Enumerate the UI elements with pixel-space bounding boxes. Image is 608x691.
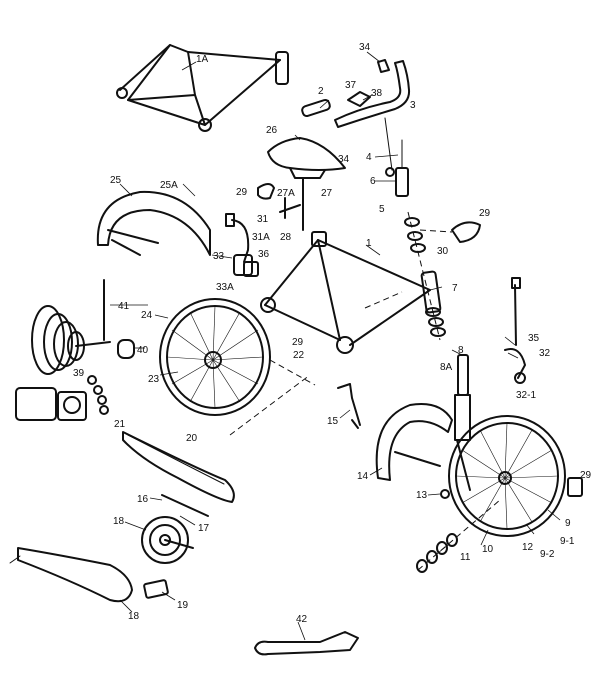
stem: [395, 139, 409, 197]
front-reflector: [419, 221, 481, 243]
part-label: 19: [177, 600, 189, 611]
part-label: 39: [73, 368, 85, 379]
headset-parts: [404, 211, 446, 341]
part-label: 40: [137, 345, 149, 356]
part-label: 33A: [216, 282, 234, 293]
crank-arm: [161, 494, 209, 517]
part-number-labels: 1A 34 2 37 38 3 26 34 4 6 29 27A 27 25 2…: [73, 42, 592, 625]
part-label: 33: [213, 251, 225, 262]
part-label: 25: [110, 175, 122, 186]
part-label: 29: [236, 187, 248, 198]
part-label: 29: [292, 337, 304, 348]
part-label: 1A: [196, 54, 209, 65]
part-label: 38: [371, 88, 383, 99]
assembly-guide-lines: [229, 291, 403, 436]
part-label: 12: [522, 542, 534, 553]
chain: [122, 431, 235, 503]
rear-wheel: [159, 298, 271, 416]
part-label: 24: [141, 310, 153, 321]
part-label: 3: [410, 100, 416, 111]
part-label: 28: [280, 232, 292, 243]
kickstand: [337, 383, 361, 429]
part-label: 25A: [160, 180, 178, 191]
part-label: 32: [539, 348, 551, 359]
rear-brake-caliper: [225, 213, 259, 277]
hub-bearings: [87, 375, 109, 415]
front-wheel: [448, 415, 566, 537]
part-label: 1: [366, 238, 372, 249]
part-label: 34: [359, 42, 371, 53]
part-label: 31: [257, 214, 269, 225]
part-label: 41: [118, 301, 130, 312]
part-label: 9-1: [560, 536, 575, 547]
rear-fender: [96, 190, 211, 256]
part-label: 22: [293, 350, 305, 361]
misc-small-parts: [440, 477, 583, 499]
part-label: 30: [437, 246, 449, 257]
part-label: 29: [479, 208, 491, 219]
part-label: 15: [327, 416, 339, 427]
front-fender: [375, 403, 453, 481]
part-label: 36: [258, 249, 270, 260]
part-label: 11: [460, 552, 471, 563]
mens-frame: [260, 231, 442, 354]
part-label: 26: [266, 125, 278, 136]
part-label: 10: [482, 544, 494, 555]
part-label: 16: [137, 494, 149, 505]
part-label: 8: [458, 345, 464, 356]
part-label: 35: [528, 333, 540, 344]
part-label: 6: [370, 176, 376, 187]
part-label: 29: [580, 470, 592, 481]
handlebar: [301, 59, 411, 177]
part-label: 13: [416, 490, 428, 501]
part-label: 18: [113, 516, 125, 527]
saddle: [267, 137, 346, 231]
wrench-tool: [254, 631, 359, 656]
part-label: 9-2: [540, 549, 555, 560]
part-label: 14: [357, 471, 369, 482]
part-label: 27A: [277, 188, 295, 199]
part-label: 17: [198, 523, 210, 534]
chain-guard: [9, 547, 133, 603]
part-label: 23: [148, 374, 160, 385]
part-label: 20: [186, 433, 198, 444]
part-label: 34: [338, 154, 350, 165]
part-label: 42: [296, 614, 308, 625]
pedal: [143, 579, 169, 599]
seat-post-clamp: [279, 197, 301, 219]
part-label: 7: [452, 283, 458, 294]
part-label: 32-1: [516, 390, 536, 401]
freewheel-cluster: [15, 279, 135, 421]
part-label: 21: [114, 419, 126, 430]
chainring: [141, 516, 194, 564]
part-label: 4: [366, 152, 372, 163]
part-label: 5: [379, 204, 385, 215]
rear-reflector: [257, 183, 275, 200]
part-label: 2: [318, 86, 324, 97]
part-label: 18: [128, 611, 140, 622]
front-hub-parts: [416, 499, 501, 573]
part-label: 37: [345, 80, 357, 91]
part-label: 8A: [440, 362, 453, 373]
front-brake: [504, 277, 526, 384]
part-label: 31A: [252, 232, 270, 243]
part-label: 27: [321, 188, 333, 199]
leader-lines: [110, 51, 561, 641]
part-label: 9: [565, 518, 571, 529]
ladies-frame: [116, 44, 289, 132]
